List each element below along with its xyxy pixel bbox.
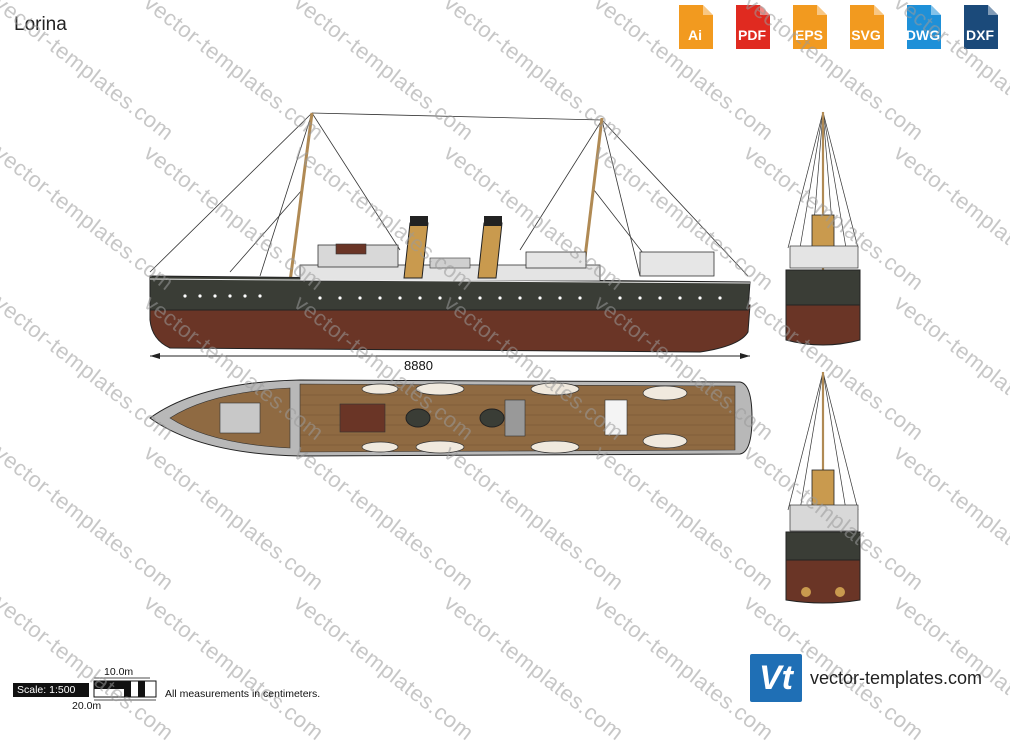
format-label: DXF	[966, 27, 994, 43]
stern-view	[785, 371, 861, 604]
lifeboats	[361, 382, 688, 454]
brand-site-link[interactable]: vector-templates.com	[810, 668, 983, 688]
ai-file-icon[interactable]: Ai	[676, 4, 714, 50]
format-label: EPS	[794, 27, 823, 43]
format-label: SVG	[851, 27, 881, 43]
funnel-top-aft	[479, 408, 505, 428]
dxf-file-icon[interactable]: DXF	[961, 4, 999, 50]
side-view	[149, 112, 751, 359]
top-view	[149, 379, 753, 457]
format-label: DWG	[905, 27, 941, 43]
hull-lower	[149, 304, 751, 353]
format-label: Ai	[688, 27, 702, 43]
portholes	[183, 294, 722, 300]
length-dimension-line	[150, 353, 750, 359]
svg-file-icon[interactable]: SVG	[847, 4, 885, 50]
bow-view	[785, 111, 861, 346]
eps-file-icon[interactable]: EPS	[790, 4, 828, 50]
scale-bar	[93, 677, 157, 701]
scale-label: Scale: 1:500	[13, 683, 89, 697]
format-label: PDF	[738, 27, 766, 43]
pdf-file-icon[interactable]: PDF	[733, 4, 771, 50]
vt-logo-icon: Vt	[750, 654, 802, 702]
dwg-file-icon[interactable]: DWG	[904, 4, 942, 50]
page-title: Lorina	[14, 14, 67, 35]
fore-mast	[288, 112, 314, 283]
rigging	[149, 112, 749, 277]
length-dimension-label: 8880	[404, 358, 433, 373]
funnel-top-fore	[405, 408, 431, 428]
measurement-note: All measurements in centimeters.	[165, 688, 321, 700]
propellers	[801, 587, 845, 597]
scale-long-length: 20.0m	[72, 700, 102, 712]
scale-short-length: 10.0m	[104, 666, 134, 678]
ship-blueprint	[93, 111, 861, 701]
